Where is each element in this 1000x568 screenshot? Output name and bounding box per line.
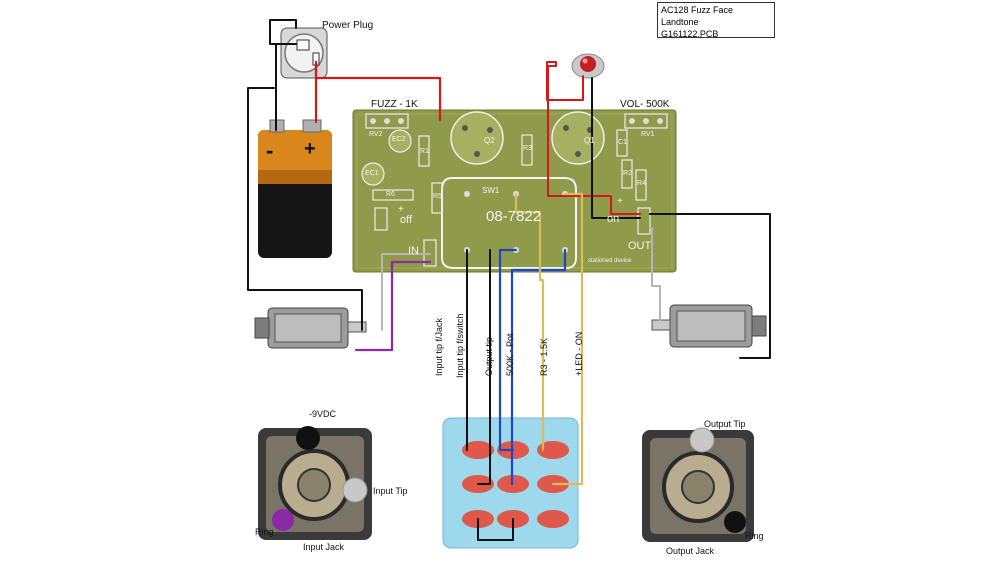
title-line-3: G161122.PCB <box>661 29 719 39</box>
r3-label: R3 <box>523 145 532 152</box>
wire-black-jumper <box>477 518 514 541</box>
r5-label: R5 <box>433 193 442 200</box>
wire-black-ground <box>247 87 363 331</box>
power-plug <box>280 27 328 79</box>
wire-label-r3: R3 - 1.5K <box>539 337 549 376</box>
in-label: IN <box>408 245 419 257</box>
wire-label-input-tip-switch: Input tip f/switch <box>455 313 465 378</box>
fuzz-pot-label: FUZZ - 1K <box>371 99 418 110</box>
output-jack-photo <box>642 427 754 542</box>
off-pads <box>374 207 388 231</box>
output-ring-label: Ring <box>745 531 764 541</box>
r1-resistor <box>418 135 430 167</box>
output-jack-tip-dot <box>689 427 715 453</box>
wire-yellow-a <box>514 192 545 452</box>
r2-resistor <box>621 159 633 189</box>
r6-label: R6 <box>386 191 395 198</box>
rv1-label: RV1 <box>641 131 655 138</box>
battery-minus: - <box>266 138 274 163</box>
ec1-label: EC1 <box>365 170 379 177</box>
r4-resistor <box>635 169 647 201</box>
c1-label: C1 <box>618 139 627 146</box>
led-indicator <box>571 53 605 79</box>
pcb-title-box: AC128 Fuzz Face Landtone G161122.PCB <box>657 2 775 39</box>
title-line-1: AC128 Fuzz Face <box>661 5 734 15</box>
wire-label-led-on: +LED - ON <box>574 331 584 376</box>
output-jack-label: Output Jack <box>666 546 715 556</box>
battery-plus: + <box>304 138 316 160</box>
out-label: OUT <box>628 240 652 252</box>
wire-blue-a <box>498 248 518 452</box>
r6-resistor <box>372 189 414 201</box>
r4-label: R4 <box>637 180 646 187</box>
wire-black-switch-b <box>477 249 491 485</box>
on-plus-label: + <box>617 196 623 207</box>
rv1-pads <box>624 113 668 129</box>
c1-part <box>616 129 628 157</box>
wire-yellow-b <box>551 192 584 486</box>
input-ring-label: Ring <box>255 527 274 537</box>
rv2-pads <box>365 113 409 129</box>
input-jack-side <box>254 307 367 349</box>
off-label: off <box>400 214 413 226</box>
q2-label: Q2 <box>484 136 495 145</box>
output-tip-label: Output Tip <box>704 419 746 429</box>
input-jack-label: Input Jack <box>303 542 345 552</box>
input-jack-tip-dot <box>342 477 368 503</box>
power-plug-label: Power Plug <box>322 20 374 31</box>
r3-resistor <box>521 134 533 166</box>
wire-label-output-tip: Output tip <box>484 336 494 376</box>
wire-gray-in <box>381 253 431 331</box>
r5-resistor <box>431 182 443 214</box>
sw-label: SW1 <box>482 186 500 195</box>
vol-pot-label: VOL- 500K <box>620 99 670 110</box>
title-line-2: Landtone <box>661 17 699 27</box>
input-jack-ring-dot <box>272 509 294 531</box>
r1-label: R1 <box>420 148 429 155</box>
ec2-label: EC2 <box>392 136 406 143</box>
output-jack-side <box>651 304 767 348</box>
input-jack-sleeve-dot <box>296 426 320 450</box>
battery-9v <box>258 119 332 258</box>
wire-black-plug-neg <box>269 19 297 45</box>
output-jack-ring-dot <box>724 511 746 533</box>
maker-label: stationed device <box>588 258 632 264</box>
wire-black-out <box>649 213 771 359</box>
ec2-capacitor <box>388 129 412 153</box>
ic-label: 08-7822 <box>486 208 542 225</box>
r2-label: R2 <box>623 170 632 177</box>
wire-purple-in <box>354 260 432 352</box>
q2-transistor <box>450 111 504 165</box>
wire-blue-b <box>510 248 567 486</box>
wire-label-500k-pot: 500K - Pot <box>505 333 515 376</box>
off-plus-label: + <box>398 204 404 215</box>
wire-red-on <box>547 65 641 215</box>
wire-gray-out <box>649 227 661 321</box>
out-pads <box>637 207 651 235</box>
q1-label: Q1 <box>584 136 595 145</box>
rv2-label: RV2 <box>369 131 383 138</box>
on-label: on <box>607 213 620 225</box>
input-tip-label: Input Tip <box>373 486 408 496</box>
input-jack-photo <box>258 426 372 540</box>
ec1-capacitor <box>361 162 385 186</box>
wire-black-led <box>591 77 641 219</box>
wire-label-input-tip-jack: Input tip f/Jack <box>434 317 444 376</box>
minus-9vdc-label: -9VDC <box>309 409 337 419</box>
